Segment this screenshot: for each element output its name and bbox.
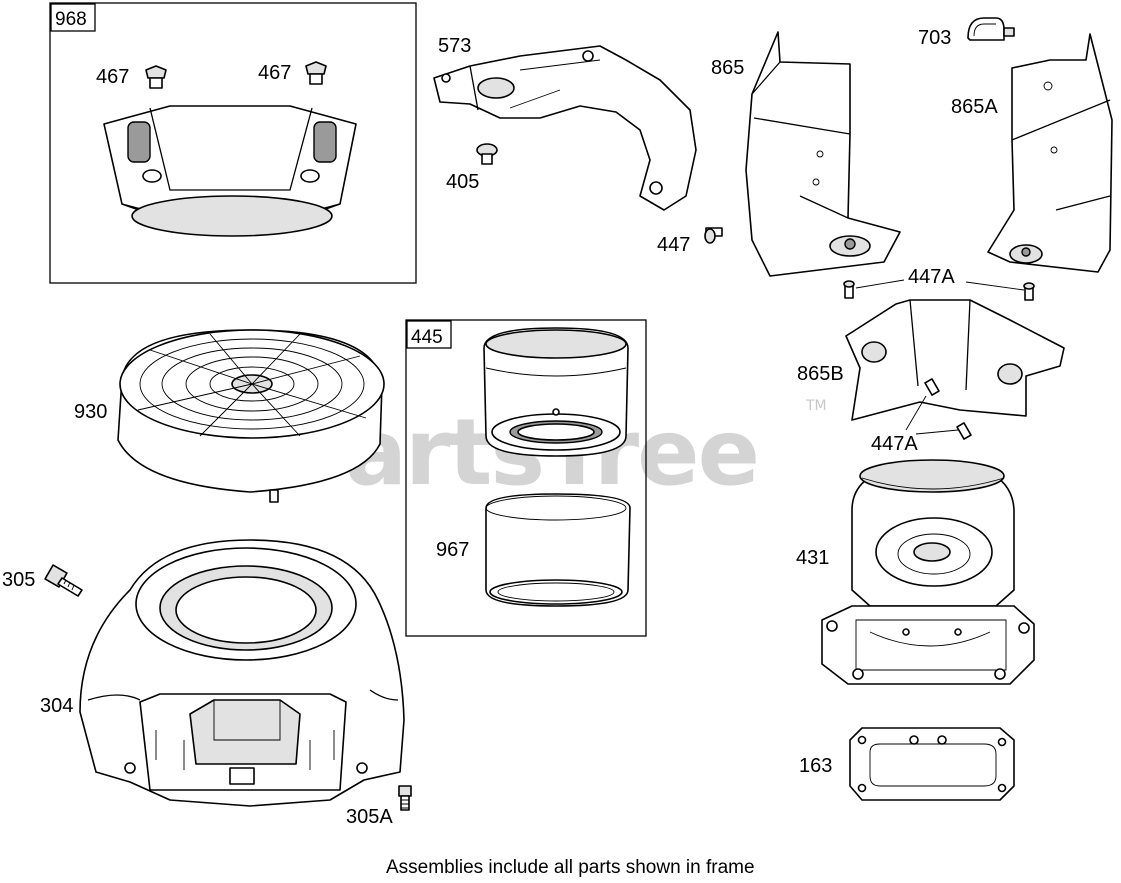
part-447A-screw-right[interactable] xyxy=(1023,282,1035,301)
watermark-trademark: TM xyxy=(805,398,827,414)
part-930-fan-screen[interactable] xyxy=(117,329,385,503)
label-305A[interactable]: 305A xyxy=(346,806,393,828)
label-305[interactable]: 305 xyxy=(2,569,35,591)
part-467-left-screw[interactable] xyxy=(145,65,167,89)
part-967-pre-cleaner[interactable] xyxy=(485,493,631,607)
part-865A-baffle[interactable] xyxy=(987,33,1113,273)
label-865B[interactable]: 865B xyxy=(797,363,844,385)
part-703-clip[interactable] xyxy=(967,17,1015,41)
frame-445: 445 xyxy=(405,319,647,637)
part-163-gasket[interactable] xyxy=(849,727,1015,801)
part-447A-screws-bottom[interactable] xyxy=(924,378,972,440)
label-467-left[interactable]: 467 xyxy=(96,66,129,88)
frame-968: 968 xyxy=(49,2,417,284)
part-431-air-cleaner-base[interactable] xyxy=(821,459,1035,685)
label-967[interactable]: 967 xyxy=(436,539,469,561)
part-467-right-screw[interactable] xyxy=(305,61,327,85)
label-431[interactable]: 431 xyxy=(796,547,829,569)
label-405[interactable]: 405 xyxy=(446,171,479,193)
label-865[interactable]: 865 xyxy=(711,57,744,79)
label-447[interactable]: 447 xyxy=(657,234,690,256)
label-304[interactable]: 304 xyxy=(40,695,73,717)
part-405-screw[interactable] xyxy=(476,143,498,165)
caption: Assemblies include all parts shown in fr… xyxy=(386,857,755,878)
part-447-screw[interactable] xyxy=(704,227,723,244)
label-865A[interactable]: 865A xyxy=(951,96,998,118)
label-930[interactable]: 930 xyxy=(74,401,107,423)
part-968-cover[interactable] xyxy=(103,105,357,237)
label-445[interactable]: 445 xyxy=(411,327,443,348)
label-163[interactable]: 163 xyxy=(799,755,832,777)
leader-447A-bottom-2 xyxy=(915,429,959,435)
leader-447A-left xyxy=(855,279,905,289)
part-573-bracket[interactable] xyxy=(433,45,697,211)
leader-447A-right xyxy=(965,281,1025,291)
label-447A-top[interactable]: 447A xyxy=(908,266,955,288)
part-445-filter[interactable] xyxy=(483,327,629,457)
part-305-bolt[interactable] xyxy=(44,564,83,597)
part-865-baffle[interactable] xyxy=(745,31,901,277)
label-447A-bottom[interactable]: 447A xyxy=(871,433,918,455)
label-703[interactable]: 703 xyxy=(918,27,951,49)
label-968[interactable]: 968 xyxy=(55,9,87,30)
part-865B-baffle[interactable] xyxy=(845,299,1065,421)
label-573[interactable]: 573 xyxy=(438,35,471,57)
leader-447A-bottom-1 xyxy=(905,395,927,431)
label-467-right[interactable]: 467 xyxy=(258,62,291,84)
part-447A-screw-left[interactable] xyxy=(843,280,855,299)
part-305A-bolt[interactable] xyxy=(398,785,412,811)
part-304-blower-housing[interactable] xyxy=(79,539,405,807)
